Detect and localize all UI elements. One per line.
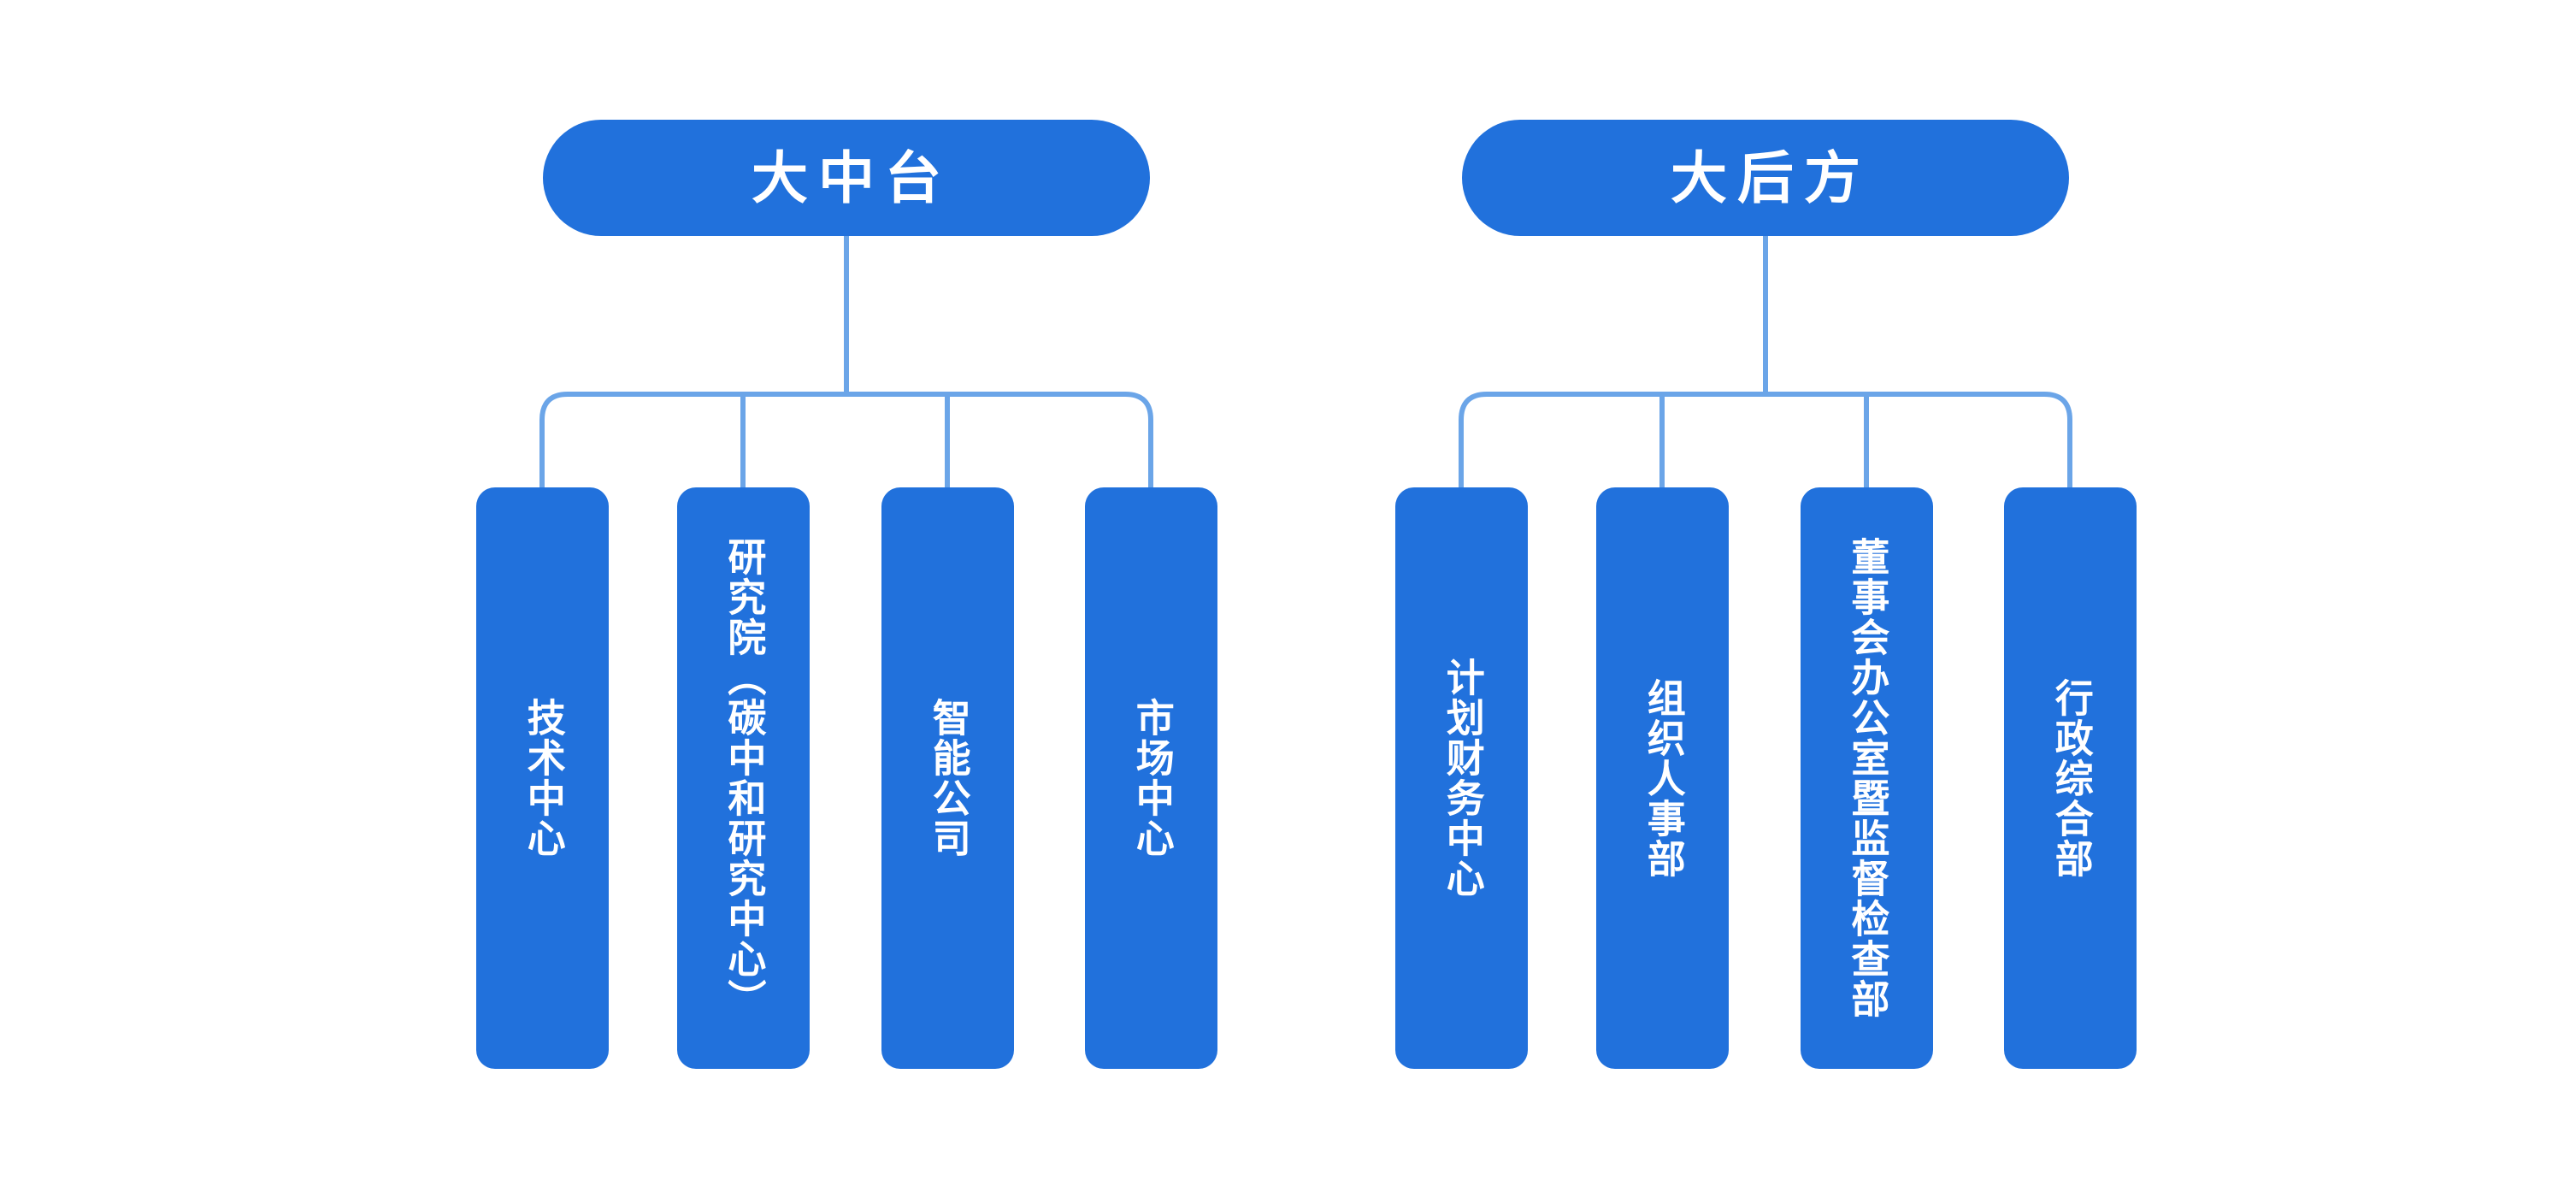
child-node-label: 市场中心	[1129, 698, 1174, 859]
child-node-market-center[interactable]: 市场中心	[1085, 487, 1217, 1069]
child-node-intelligent-company[interactable]: 智能公司	[881, 487, 1014, 1069]
connector-bus-right	[1459, 392, 2072, 487]
child-node-label: 智能公司	[926, 698, 970, 859]
child-node-label: 技术中心	[521, 698, 565, 859]
connector-group-left	[539, 236, 1153, 487]
root-node-da-zhong-tai[interactable]: 大中台	[543, 120, 1150, 236]
connector-bus-left	[539, 392, 1153, 487]
child-node-research-institute[interactable]: 研究院（碳中和研究中心）	[677, 487, 810, 1069]
child-node-label: 组织人事部	[1641, 677, 1685, 879]
child-node-label: 行政综合部	[2048, 677, 2093, 879]
connector-group-right	[1459, 236, 2072, 487]
root-node-da-hou-fang[interactable]: 大后方	[1462, 120, 2069, 236]
root-node-label: 大后方	[1671, 146, 1871, 209]
child-node-label: 研究院（碳中和研究中心）	[722, 537, 766, 1019]
child-node-administration-dept[interactable]: 行政综合部	[2004, 487, 2137, 1069]
child-node-label: 董事会办公室暨监督检查部	[1845, 537, 1889, 1019]
child-node-board-office-supervision-dept[interactable]: 董事会办公室暨监督检查部	[1801, 487, 1933, 1069]
child-node-label: 计划财务中心	[1440, 658, 1484, 899]
child-node-planning-finance-center[interactable]: 计划财务中心	[1395, 487, 1528, 1069]
child-node-technology-center[interactable]: 技术中心	[476, 487, 609, 1069]
root-node-label: 大中台	[752, 146, 952, 209]
child-node-organization-personnel-dept[interactable]: 组织人事部	[1596, 487, 1729, 1069]
